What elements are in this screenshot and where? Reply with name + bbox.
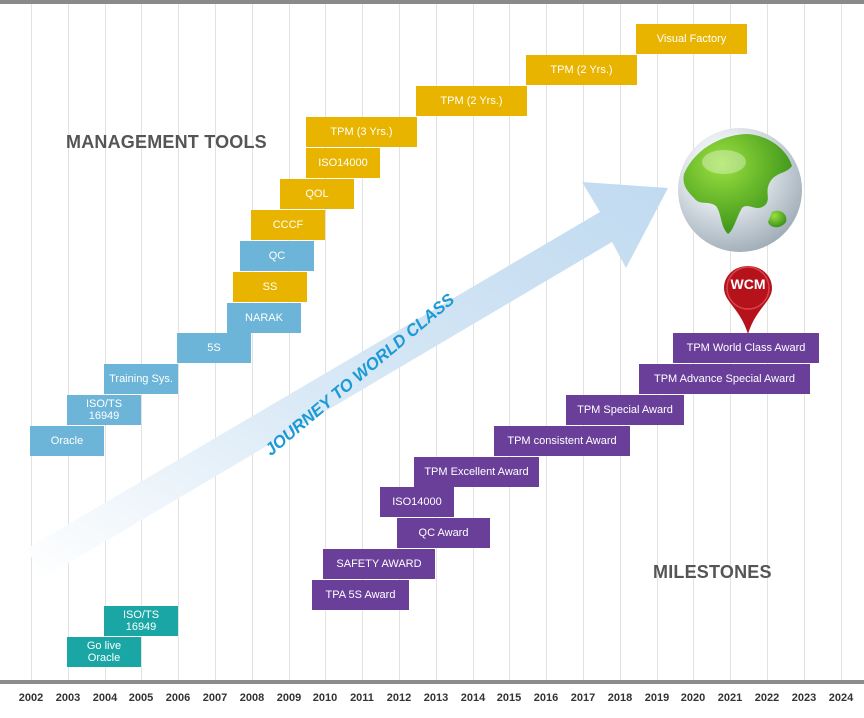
tool-training-sys: Training Sys.: [104, 364, 178, 394]
management-tools-heading: MANAGEMENT TOOLS: [66, 132, 267, 152]
gridline-2004: [105, 4, 106, 680]
milestone-tpm-world-class-award: TPM World Class Award: [673, 333, 819, 363]
gridline-2003: [68, 4, 69, 680]
gridline-2002: [31, 4, 32, 680]
year-label-2024: 2024: [828, 692, 854, 704]
year-label-2013: 2013: [423, 692, 449, 704]
milestone-tpm-special-award: TPM Special Award: [566, 395, 684, 425]
tool-iso14000: ISO14000: [306, 148, 380, 178]
tool-narak: NARAK: [227, 303, 301, 333]
tool-cccf: CCCF: [251, 210, 325, 240]
tool-oracle: Oracle: [30, 426, 104, 456]
year-label-2012: 2012: [386, 692, 412, 704]
year-label-2007: 2007: [202, 692, 228, 704]
year-label-2002: 2002: [18, 692, 44, 704]
tool-qc: QC: [240, 241, 314, 271]
year-label-2005: 2005: [128, 692, 154, 704]
tool-visual-factory: Visual Factory: [636, 24, 747, 54]
year-label-2017: 2017: [570, 692, 596, 704]
year-label-2021: 2021: [717, 692, 743, 704]
year-label-2023: 2023: [791, 692, 817, 704]
early-go-live-oracle: Go live Oracle: [67, 637, 141, 667]
wcm-pin-label: WCM: [730, 276, 766, 292]
year-label-2015: 2015: [496, 692, 522, 704]
milestone-iso14000: ISO14000: [380, 487, 454, 517]
milestone-tpa-5s-award: TPA 5S Award: [312, 580, 409, 610]
year-label-2011: 2011: [350, 692, 374, 704]
milestone-tpm-consistent-award: TPM consistent Award: [494, 426, 630, 456]
year-label-2022: 2022: [754, 692, 780, 704]
milestones-heading: MILESTONES: [653, 562, 772, 582]
year-label-2004: 2004: [92, 692, 118, 704]
gridline-2015: [509, 4, 510, 680]
tool-5s: 5S: [177, 333, 251, 363]
milestone-qc-award: QC Award: [397, 518, 490, 548]
year-label-2003: 2003: [55, 692, 81, 704]
tool-ss: SS: [233, 272, 307, 302]
tool-tpm-2yrs-b: TPM (2 Yrs.): [526, 55, 637, 85]
year-label-2018: 2018: [607, 692, 633, 704]
gridline-2008: [252, 4, 253, 680]
gridline-2017: [583, 4, 584, 680]
tool-qol: QOL: [280, 179, 354, 209]
timeline-axis: [0, 680, 864, 684]
wcm-pin-icon: [724, 266, 772, 334]
gridline-2010: [325, 4, 326, 680]
milestone-safety-award: SAFETY AWARD: [323, 549, 435, 579]
gridline-2024: [841, 4, 842, 680]
gridline-2018: [620, 4, 621, 680]
year-label-2009: 2009: [276, 692, 302, 704]
top-border: [0, 0, 864, 4]
gridline-2005: [141, 4, 142, 680]
gridline-2014: [473, 4, 474, 680]
year-label-2006: 2006: [165, 692, 191, 704]
early-iso-ts-16949: ISO/TS 16949: [104, 606, 178, 636]
globe-icon: [678, 128, 802, 252]
tool-tpm-2yrs-a: TPM (2 Yrs.): [416, 86, 527, 116]
tool-iso-ts-16949: ISO/TS 16949: [67, 395, 141, 425]
milestone-tpm-advance-special-award: TPM Advance Special Award: [639, 364, 810, 394]
year-label-2016: 2016: [533, 692, 559, 704]
year-label-2019: 2019: [644, 692, 670, 704]
year-label-2008: 2008: [239, 692, 265, 704]
gridline-2016: [546, 4, 547, 680]
gridline-2019: [657, 4, 658, 680]
year-label-2020: 2020: [680, 692, 706, 704]
year-label-2014: 2014: [460, 692, 486, 704]
year-label-2010: 2010: [312, 692, 338, 704]
gridline-2009: [289, 4, 290, 680]
milestone-tpm-excellent-award: TPM Excellent Award: [414, 457, 539, 487]
tool-tpm-3yrs: TPM (3 Yrs.): [306, 117, 417, 147]
gridline-2011: [362, 4, 363, 680]
